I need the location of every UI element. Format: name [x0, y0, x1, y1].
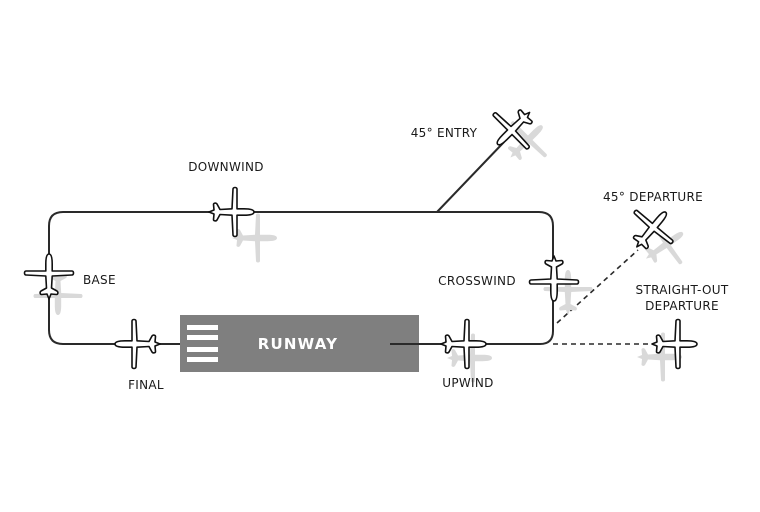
threshold-marking: [187, 357, 218, 362]
runway-surface: [180, 315, 419, 372]
leg-labels: DOWNWIND BASE FINAL UPWIND CROSSWIND 45°…: [83, 126, 729, 392]
upwind-label: UPWIND: [442, 376, 493, 390]
traffic-pattern-path: [48, 211, 554, 345]
airplane-shadow: [631, 212, 697, 279]
entry-45-label: 45° ENTRY: [411, 126, 478, 140]
downwind-label: DOWNWIND: [188, 160, 264, 174]
airplane-icon: [651, 318, 698, 370]
threshold-marking: [187, 325, 218, 330]
entry-45-line: [436, 141, 505, 213]
airplane-icon: [208, 186, 255, 238]
airplane-icon: [114, 318, 161, 370]
runway-label: RUNWAY: [258, 335, 338, 353]
departure-45-line: [556, 249, 639, 324]
straight-out-label-line2: DEPARTURE: [645, 299, 719, 313]
base-label: BASE: [83, 273, 116, 287]
airplane-shadow: [232, 213, 277, 263]
threshold-marking: [187, 347, 218, 352]
final-label: FINAL: [128, 378, 164, 392]
crosswind-label: CROSSWIND: [438, 274, 516, 288]
departure-45-label: 45° DEPARTURE: [603, 190, 703, 204]
straight-out-label-line1: STRAIGHT-OUT: [636, 283, 729, 297]
runway: RUNWAY: [180, 315, 419, 372]
threshold-marking: [187, 335, 218, 340]
